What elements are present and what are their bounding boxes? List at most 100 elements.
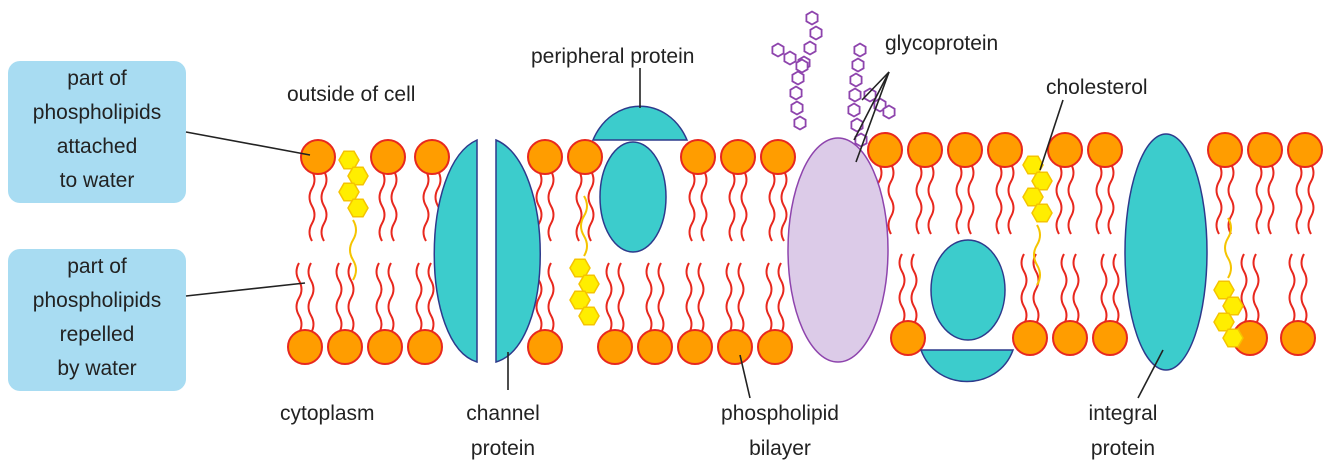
- leader-hydrophobic: [185, 282, 306, 297]
- channel-protein-label-line-1: channel: [466, 402, 540, 425]
- phosphate-head-icon: [300, 139, 336, 175]
- phospholipid-icon: [688, 170, 708, 242]
- sugar-chain-icon: [789, 85, 803, 101]
- phosphate-head-icon: [1052, 320, 1088, 356]
- cholesterol-hexagon-icon: [1213, 217, 1244, 348]
- phospholipid-icon: [955, 163, 975, 235]
- leader-lines: [185, 68, 1164, 399]
- phosphate-head-icon: [527, 139, 563, 175]
- phospholipid-icon: [308, 170, 328, 242]
- glycoprotein-label: glycoprotein: [885, 32, 998, 55]
- phospholipid-icon: [575, 170, 595, 242]
- phosphate-head-icon: [367, 329, 403, 365]
- phosphate-head-icon: [720, 139, 756, 175]
- cholesterol-label: cholesterol: [1046, 76, 1148, 99]
- phosphate-head-icon: [567, 139, 603, 175]
- cholesterol-molecules: [338, 150, 1244, 348]
- hydrophobic-box-line-3: repelled: [60, 323, 135, 346]
- phospholipid-icon: [728, 170, 748, 242]
- inner-protein-body: [930, 239, 1006, 341]
- phospholipid-icon: [1095, 163, 1115, 235]
- phosphate-head-icon: [1280, 320, 1316, 356]
- phosphate-head-icon: [890, 320, 926, 356]
- inner-protein-cap: [919, 349, 1015, 383]
- phosphate-head-icon: [947, 132, 983, 168]
- phospholipid-icon: [1240, 253, 1260, 325]
- sugar-chain-icon: [771, 42, 785, 58]
- sugar-chain-icon: [803, 40, 817, 56]
- phospholipid-icon: [1060, 253, 1080, 325]
- cholesterol-hexagon-icon: [569, 195, 600, 326]
- phosphate-head-icon: [1092, 320, 1128, 356]
- phosphate-head-icon: [987, 132, 1023, 168]
- integral-protein-label-line-2: protein: [1091, 437, 1155, 460]
- phospholipid-icon: [898, 253, 918, 325]
- phosphate-head-icon: [1087, 132, 1123, 168]
- phospholipid-icon: [335, 262, 355, 334]
- phospholipid-icon: [685, 262, 705, 334]
- phospholipid-icon: [725, 262, 745, 334]
- leader-glyco-1: [853, 71, 890, 141]
- phospholipid-icon: [765, 262, 785, 334]
- peripheral-protein-label: peripheral protein: [531, 45, 694, 68]
- channel-protein-right-half: [495, 138, 541, 363]
- sugar-chain-icon: [851, 57, 865, 73]
- phospholipid-icon: [605, 262, 625, 334]
- phospholipid-icon: [645, 262, 665, 334]
- sugar-chain-icon: [795, 58, 809, 74]
- phosphate-head-icon: [407, 329, 443, 365]
- phospholipid-icon: [1288, 253, 1308, 325]
- outside-of-cell-label: outside of cell: [287, 83, 415, 106]
- phosphate-head-icon: [370, 139, 406, 175]
- hydrophobic-info-box: [8, 249, 186, 391]
- sugar-chain-icon: [847, 102, 861, 118]
- phosphate-head-icon: [757, 329, 793, 365]
- phosphate-head-icon: [760, 139, 796, 175]
- phosphate-head-icon: [1012, 320, 1048, 356]
- phospholipid-icon: [1255, 163, 1275, 235]
- phospholipid-icon: [295, 262, 315, 334]
- hydrophobic-box-line-1: part of: [67, 255, 127, 278]
- integral-protein-label-line-1: integral: [1089, 402, 1158, 425]
- fatty-acid-tails: [295, 163, 1315, 334]
- phosphate-head-icon: [597, 329, 633, 365]
- hydrophilic-box-line-4: to water: [60, 169, 135, 192]
- hydrophilic-box-line-3: attached: [57, 135, 138, 158]
- sugar-chain-icon: [849, 72, 863, 88]
- hydrophilic-box-line-2: phospholipids: [33, 101, 161, 124]
- phosphate-head-icon: [1207, 132, 1243, 168]
- hydrophobic-box-line-2: phospholipids: [33, 289, 161, 312]
- phospholipid-icon: [378, 170, 398, 242]
- sugar-chain-icon: [809, 25, 823, 41]
- sugar-chain-icon: [882, 104, 896, 120]
- cholesterol-hexagon-icon: [1022, 155, 1053, 286]
- phosphate-head-icon: [867, 132, 903, 168]
- phospholipid-bilayer-label-line-2: bilayer: [749, 437, 811, 460]
- peripheral-protein-cap: [591, 105, 689, 141]
- phospholipid-icon: [915, 163, 935, 235]
- integral-protein: [1124, 133, 1208, 371]
- sugar-chain-icon: [848, 87, 862, 103]
- phosphate-head-icon: [327, 329, 363, 365]
- phospholipid-icon: [1295, 163, 1315, 235]
- phosphate-head-icon: [527, 329, 563, 365]
- phosphate-head-icon: [907, 132, 943, 168]
- leader-hydrophilic: [185, 131, 311, 156]
- hydrophilic-box-line-1: part of: [67, 67, 127, 90]
- sugar-chain-icon: [805, 10, 819, 26]
- channel-protein-label-line-2: protein: [471, 437, 535, 460]
- sugar-chains: [771, 10, 896, 148]
- leader-integral: [1137, 349, 1164, 399]
- phosphate-head-icon: [717, 329, 753, 365]
- leader-glyco-2: [861, 71, 890, 101]
- leader-cholesterol: [1039, 99, 1064, 171]
- cholesterol-hexagon-icon: [338, 150, 369, 281]
- phospholipid-bilayer-label-line-1: phospholipid: [721, 402, 839, 425]
- sugar-chain-icon: [853, 42, 867, 58]
- channel-protein-left-half: [433, 138, 478, 364]
- cytoplasm-label: cytoplasm: [280, 402, 375, 425]
- leader-bilayer: [739, 354, 751, 399]
- phosphate-head-icon: [1047, 132, 1083, 168]
- sugar-chain-icon: [793, 115, 807, 131]
- phosphate-head-icon: [680, 139, 716, 175]
